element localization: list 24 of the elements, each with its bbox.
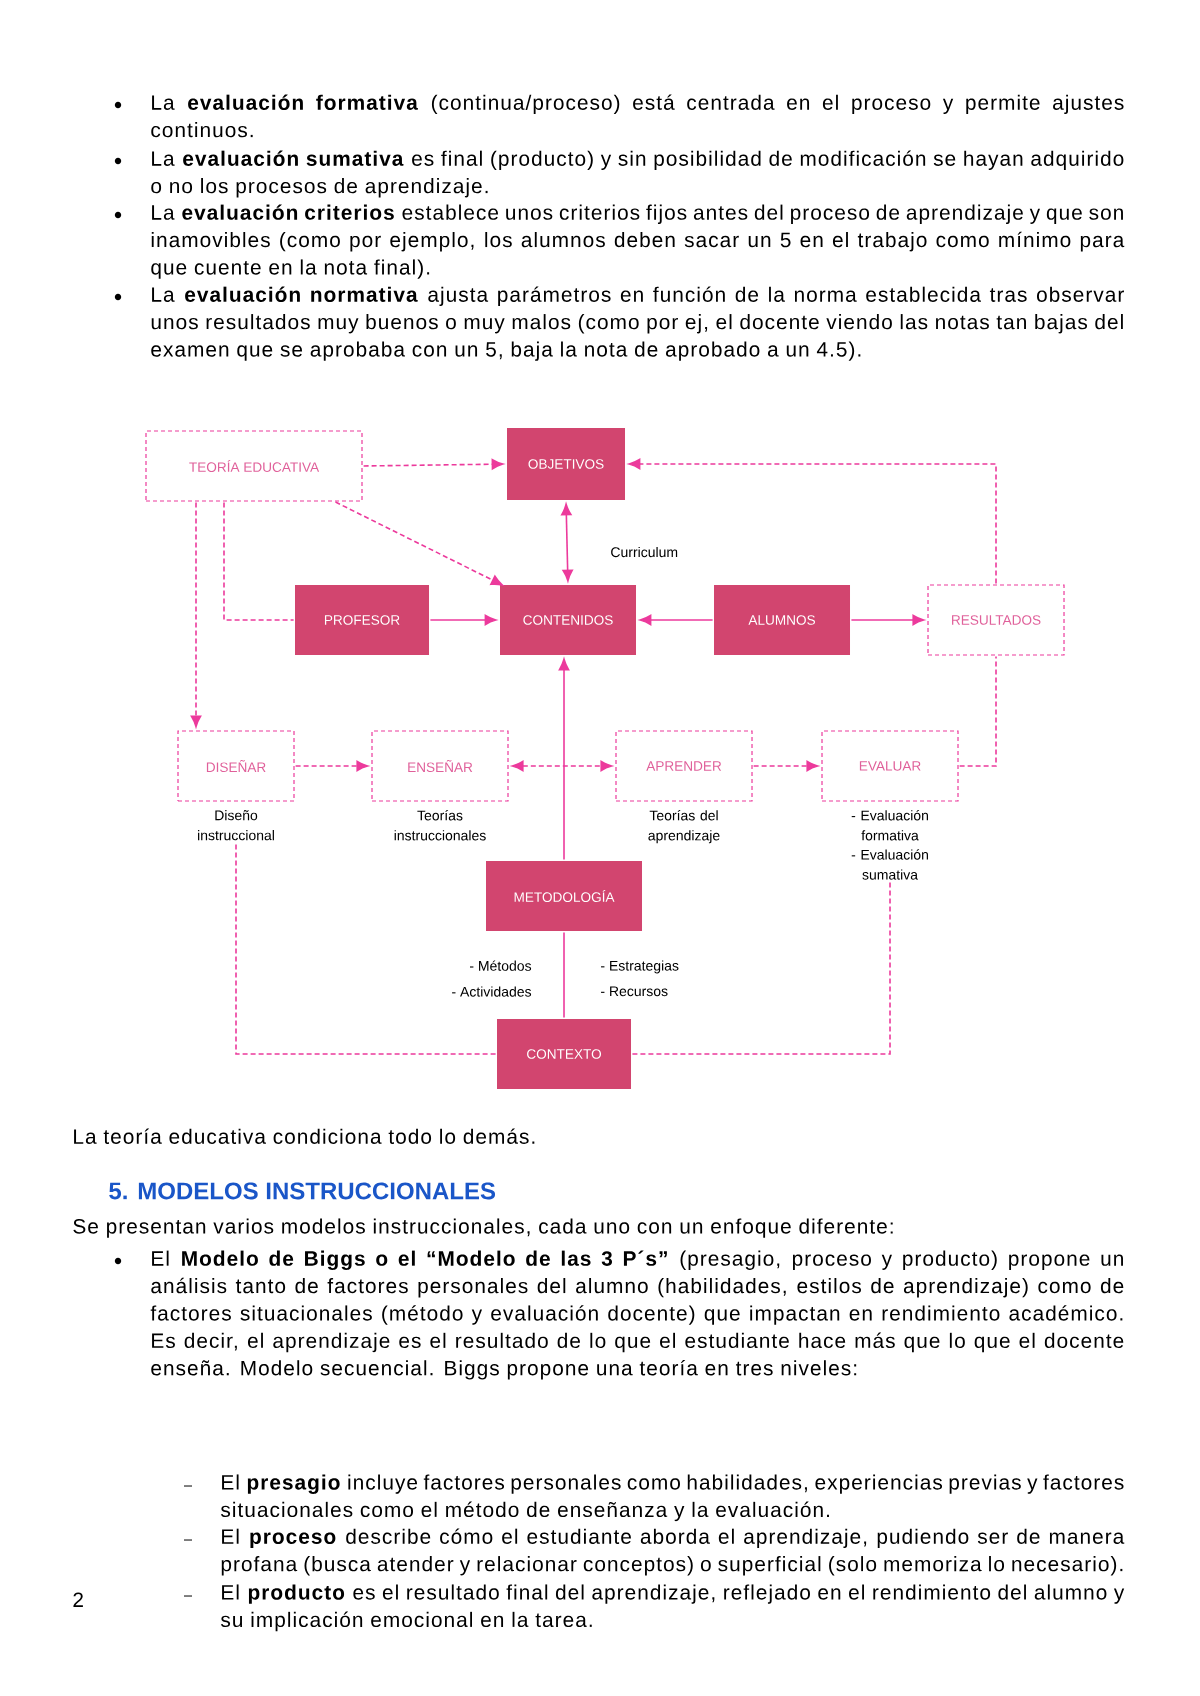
arrow xyxy=(639,614,714,626)
arrow xyxy=(628,458,997,585)
paragraph: La evaluación sumativa es final (producto) y sin posibilidad de modificación se hayan adquirido o no los procesos de aprendizaje. xyxy=(151,150,1124,198)
paragraph: La evaluación normativa ajusta parámetros en función de la norma establecida tras observar unos resultados muy buenos o muy malos (como por ej, el docente viendo las notas tan bajas del examen que se aprobaba con un 5, baja la nota de aprobado a un 4.5). xyxy=(151,286,1124,361)
paragraph: El presagio incluye factores personales como habilidades, experiencias previas y factores situacionales como el método de enseñanza y la evaluación. xyxy=(220,1474,1124,1522)
arrow xyxy=(294,760,369,772)
arrow xyxy=(850,614,925,626)
arrow xyxy=(511,760,613,772)
arrow xyxy=(429,614,497,626)
arrow xyxy=(362,458,504,470)
paragraph: El proceso describe cómo el estudiante aborda el aprendizaje, pudiendo ser de manera profana (busca atender y relacionar conceptos) o superficial (solo memoriza lo necesario). xyxy=(221,1528,1125,1576)
arrow xyxy=(561,503,573,582)
paragraph: La teoría educativa condiciona todo lo demás. xyxy=(74,1128,535,1144)
arrow xyxy=(558,658,570,861)
paragraph: La evaluación formativa (continua/proceso) está centrada en el proceso y permite ajustes continuos. xyxy=(151,94,1124,138)
page-number: 2 xyxy=(73,1592,83,1607)
paragraph: Se presentan varios modelos instruccionales, cada uno con un enfoque diferente: xyxy=(73,1218,893,1238)
arrow xyxy=(334,501,503,586)
section-heading: 5. MODELOS INSTRUCCIONALES xyxy=(109,1182,495,1200)
paragraph: El producto es el resultado final del aprendizaje, reflejado en el rendimiento del alumno y su implicación emocional en la tarea. xyxy=(220,1584,1125,1632)
arrow xyxy=(190,501,202,728)
paragraph: El Modelo de Biggs o el “Modelo de las 3 P´s” (presagio, proceso y producto) propone un análisis tanto de factores personales del alumno (habilidades, estilos de aprendizaje) como de factores situacionales (método y evaluación docente) que impactan en rendimiento académico. Es decir, el aprendizaje es el resultado de lo que el estudiante hace más que lo que el docente enseña. Modelo secuencial. Biggs propone una teoría en tres niveles: xyxy=(150,1250,1124,1380)
arrow xyxy=(752,760,819,772)
paragraph: La evaluación criterios establece unos criterios fijos antes del proceso de aprendizaje y que son inamovibles (como por ejemplo, los alumnos deben sacar un 5 en el trabajo como mínimo para que cuente en la nota final). xyxy=(151,204,1125,279)
